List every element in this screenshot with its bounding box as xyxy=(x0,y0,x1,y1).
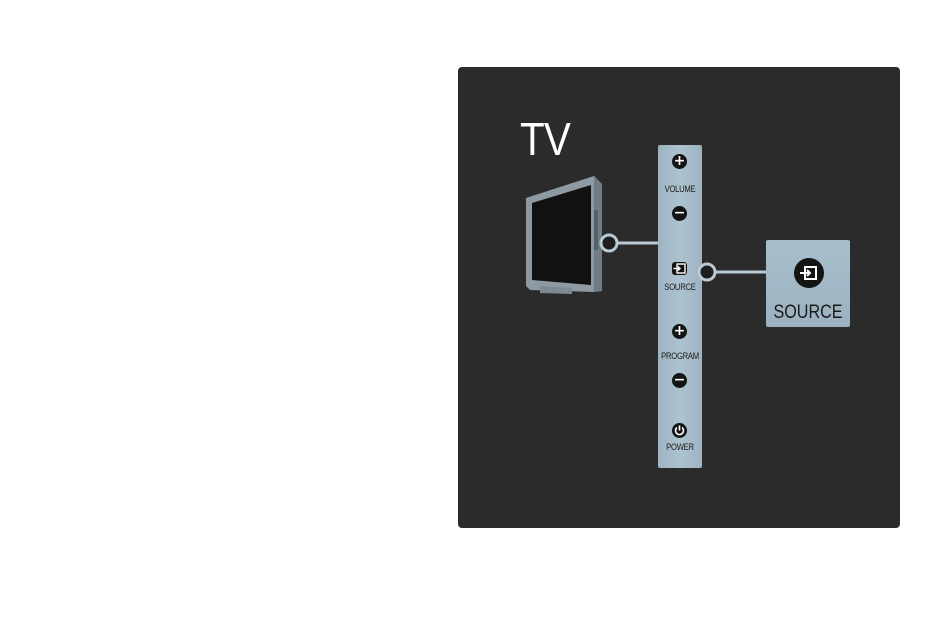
highlight-source-label: SOURCE xyxy=(772,302,843,324)
highlight-source-icon xyxy=(794,258,824,288)
